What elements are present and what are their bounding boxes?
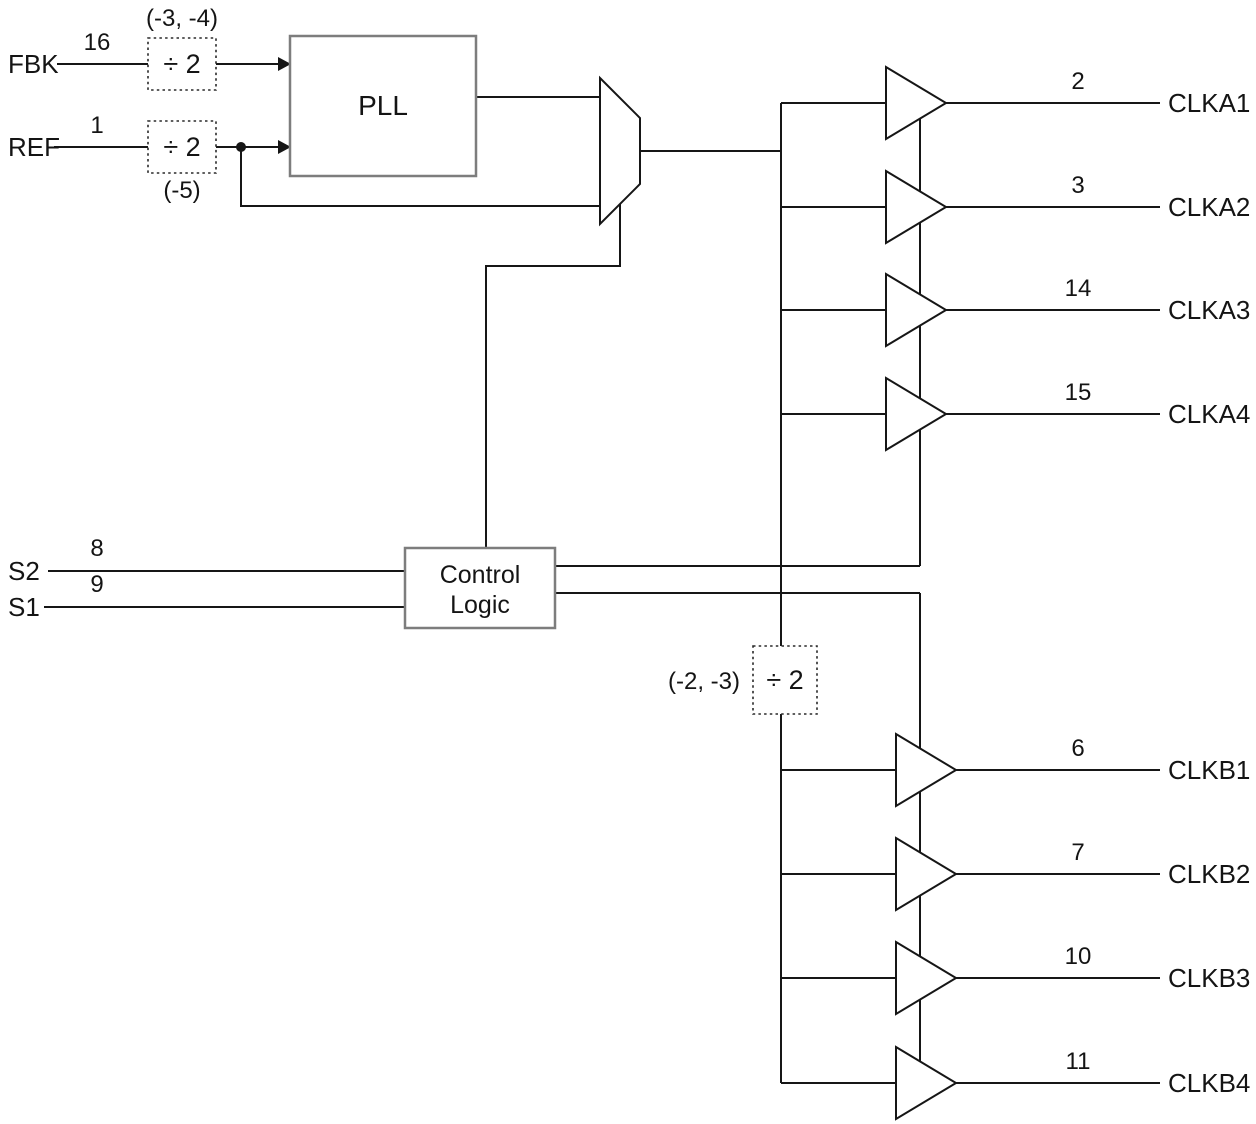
control-logic-label-line2: Logic [450, 591, 510, 619]
clka3-buffer-icon [885, 272, 948, 348]
ref-divider-box [147, 120, 217, 174]
clka3-pin: 14 [1065, 275, 1092, 302]
s1-pin: 9 [90, 571, 103, 598]
clkb4-buffer-icon [895, 1045, 958, 1121]
wires [44, 57, 1160, 1084]
fbk-divider-box [147, 37, 217, 91]
mux-select-wire [485, 204, 621, 548]
clka4-buffer-icon [885, 376, 948, 452]
control-logic-label-line1: Control [440, 561, 521, 589]
clkb2-buffer-icon [895, 836, 958, 912]
labels: FBK 16 ÷ 2 (-3, -4) REF 1 ÷ 2 (-5) PLL S… [8, 5, 1250, 1098]
pll-block [288, 34, 478, 178]
clka4-label: CLKA4 [1168, 399, 1250, 429]
clkb2-pin: 7 [1071, 839, 1084, 866]
clka1-label: CLKA1 [1168, 88, 1250, 118]
control-logic-block [403, 546, 557, 630]
mux [599, 75, 641, 227]
ref-pin: 1 [90, 112, 103, 139]
clka1-buffer-icon [885, 65, 948, 141]
shapes [147, 34, 958, 1121]
ref-divider-label: ÷ 2 [163, 132, 200, 162]
s1-label: S1 [8, 592, 40, 622]
pll-label: PLL [358, 90, 408, 121]
clka1-pin: 2 [1071, 68, 1084, 95]
clka4-pin: 15 [1065, 379, 1092, 406]
clkb1-pin: 6 [1071, 735, 1084, 762]
clkb4-pin: 11 [1066, 1048, 1091, 1075]
clka2-label: CLKA2 [1168, 192, 1250, 222]
clkb2-label: CLKB2 [1168, 859, 1250, 889]
clkb1-label: CLKB1 [1168, 755, 1250, 785]
bank-b-divider-box [752, 645, 818, 715]
fbk-divider-label: ÷ 2 [163, 49, 200, 79]
s2-pin: 8 [90, 535, 103, 562]
clka3-label: CLKA3 [1168, 295, 1250, 325]
fbk-label: FBK [8, 49, 59, 79]
arrowhead-icon [278, 140, 291, 154]
ref-bypass-wire [240, 147, 600, 207]
s2-label: S2 [8, 556, 40, 586]
clkb3-buffer-icon [895, 940, 958, 1016]
ref-divider-note: (-5) [163, 177, 200, 204]
clkb4-label: CLKB4 [1168, 1068, 1250, 1098]
fbk-divider-note: (-3, -4) [146, 5, 218, 32]
bank-b-divider-note: (-2, -3) [668, 668, 740, 695]
clkb3-label: CLKB3 [1168, 963, 1250, 993]
clkb1-buffer-icon [895, 732, 958, 808]
arrowhead-icon [278, 57, 291, 71]
fbk-pin: 16 [84, 29, 111, 56]
clka2-buffer-icon [885, 169, 948, 245]
ref-label: REF [8, 132, 60, 162]
bank-b-divider-label: ÷ 2 [766, 665, 803, 695]
clkb3-pin: 10 [1065, 943, 1092, 970]
clka2-pin: 3 [1071, 172, 1084, 199]
